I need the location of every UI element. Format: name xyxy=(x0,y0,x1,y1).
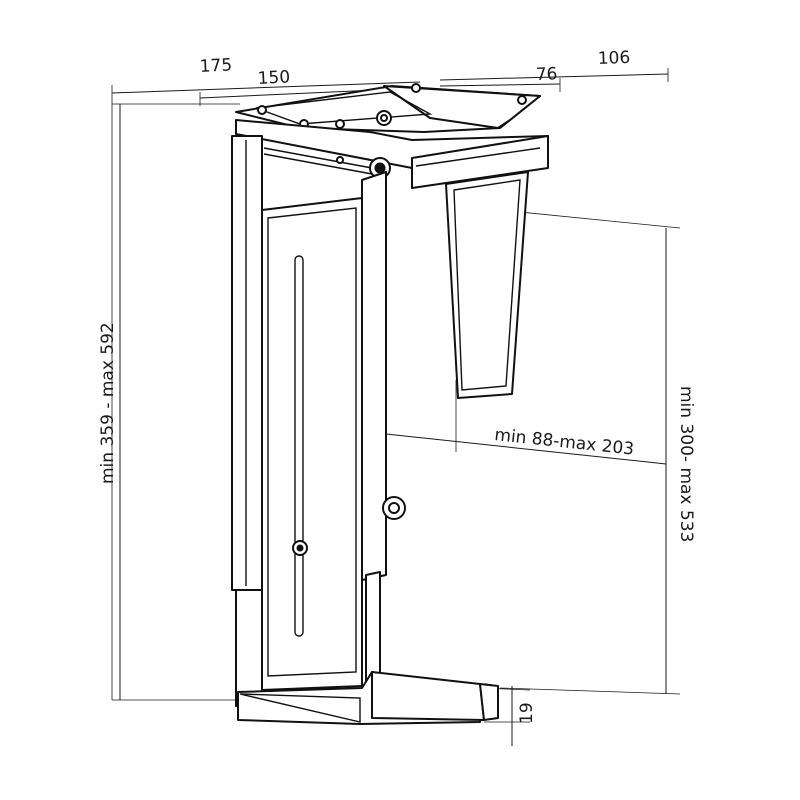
top-depth-label: 175 xyxy=(199,55,232,77)
dimension-lines xyxy=(111,68,681,746)
overall-height-label: min 359 - max 592 xyxy=(98,322,118,484)
side-carrier-plate xyxy=(261,197,363,691)
top-slide-rail xyxy=(235,119,549,189)
top-mounting-plate xyxy=(235,83,541,133)
foot-height-label: 19 xyxy=(517,702,537,724)
inner-height-label: min 300- max 533 xyxy=(676,386,696,542)
left-frame-post xyxy=(231,135,263,707)
top-plate-width-label: 150 xyxy=(257,67,290,89)
hanging-side-strap xyxy=(445,171,529,399)
bottom-foot-tray xyxy=(237,671,499,725)
strap-width-label: min 88-max 203 xyxy=(493,425,634,460)
top-right-inner-label: 76 xyxy=(535,64,557,85)
cpu-holder xyxy=(231,83,549,725)
top-right-depth-label: 106 xyxy=(597,48,630,69)
right-frame-post xyxy=(361,171,406,695)
